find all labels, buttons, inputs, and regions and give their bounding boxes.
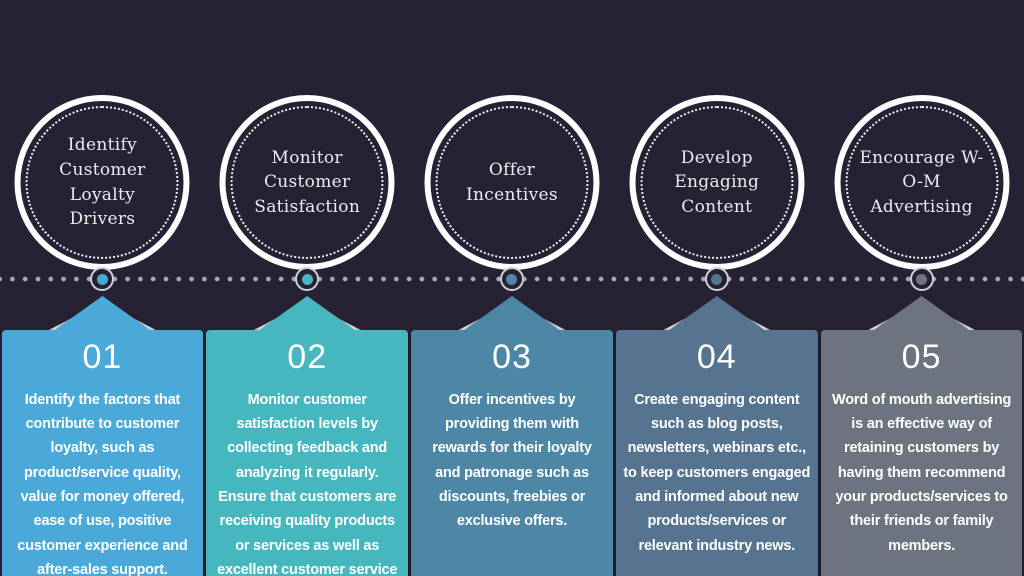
- timeline-marker: [295, 267, 320, 291]
- step-column-3: Offer Incentives 03 Offer incentives by …: [410, 0, 615, 576]
- step-description: Create engaging content such as blog pos…: [623, 391, 811, 554]
- step-card: 04 Create engaging content such as blog …: [615, 330, 818, 576]
- step-circle: Offer Incentives: [424, 95, 600, 270]
- step-number: 01: [82, 338, 123, 376]
- step-arrow-up: [462, 296, 561, 331]
- timeline-marker: [499, 267, 524, 291]
- step-column-1: Identify Customer Loyalty Drivers 01 Ide…: [0, 0, 205, 576]
- step-number: 05: [901, 338, 942, 376]
- marker-dot: [506, 273, 518, 285]
- step-circle: Encourage W-O-M Advertising: [834, 95, 1010, 270]
- marker-dot: [301, 273, 313, 285]
- step-description: Word of mouth advertising is an effectiv…: [831, 391, 1012, 554]
- step-card: 01 Identify the factors that contribute …: [1, 330, 204, 576]
- step-description: Monitor customer satisfaction levels by …: [217, 391, 398, 576]
- marker-dot: [711, 273, 723, 285]
- step-arrow-up: [53, 296, 152, 331]
- step-column-5: Encourage W-O-M Advertising 05 Word of m…: [819, 0, 1024, 576]
- circle-title: Develop Engaging Content: [674, 147, 760, 217]
- timeline-marker: [909, 267, 934, 291]
- circle-dotted-border: Develop Engaging Content: [640, 106, 794, 259]
- step-circle: Develop Engaging Content: [629, 95, 805, 270]
- circle-dotted-border: Offer Incentives: [435, 106, 589, 259]
- circle-dotted-border: Encourage W-O-M Advertising: [845, 106, 999, 259]
- marker-dot: [916, 273, 928, 285]
- step-circle: Identify Customer Loyalty Drivers: [14, 95, 190, 270]
- circle-title: Encourage W-O-M Advertising: [859, 147, 984, 217]
- step-column-2: Monitor Customer Satisfaction 02 Monitor…: [205, 0, 410, 576]
- step-column-4: Develop Engaging Content 04 Create engag…: [614, 0, 819, 576]
- step-circle: Monitor Customer Satisfaction: [219, 95, 395, 270]
- timeline-marker: [704, 267, 729, 291]
- step-description: Offer incentives by providing them with …: [432, 391, 592, 530]
- circle-title: Offer Incentives: [466, 159, 558, 205]
- step-number: 03: [492, 338, 532, 376]
- circle-title: Identify Customer Loyalty Drivers: [59, 135, 146, 230]
- step-card: 02 Monitor customer satisfaction levels …: [206, 330, 409, 576]
- step-arrow-up: [667, 296, 766, 331]
- step-card: 03 Offer incentives by providing them wi…: [411, 330, 613, 576]
- step-arrow-up: [258, 296, 357, 331]
- step-number: 04: [696, 338, 737, 376]
- circle-dotted-border: Monitor Customer Satisfaction: [230, 106, 384, 259]
- circle-title: Monitor Customer Satisfaction: [254, 147, 361, 217]
- marker-dot: [96, 273, 108, 285]
- step-description: Identify the factors that contribute to …: [17, 391, 188, 576]
- step-number: 02: [287, 338, 328, 376]
- timeline-marker: [90, 267, 115, 291]
- step-card: 05 Word of mouth advertising is an effec…: [820, 330, 1023, 576]
- circle-dotted-border: Identify Customer Loyalty Drivers: [25, 106, 179, 259]
- step-arrow-up: [872, 296, 971, 331]
